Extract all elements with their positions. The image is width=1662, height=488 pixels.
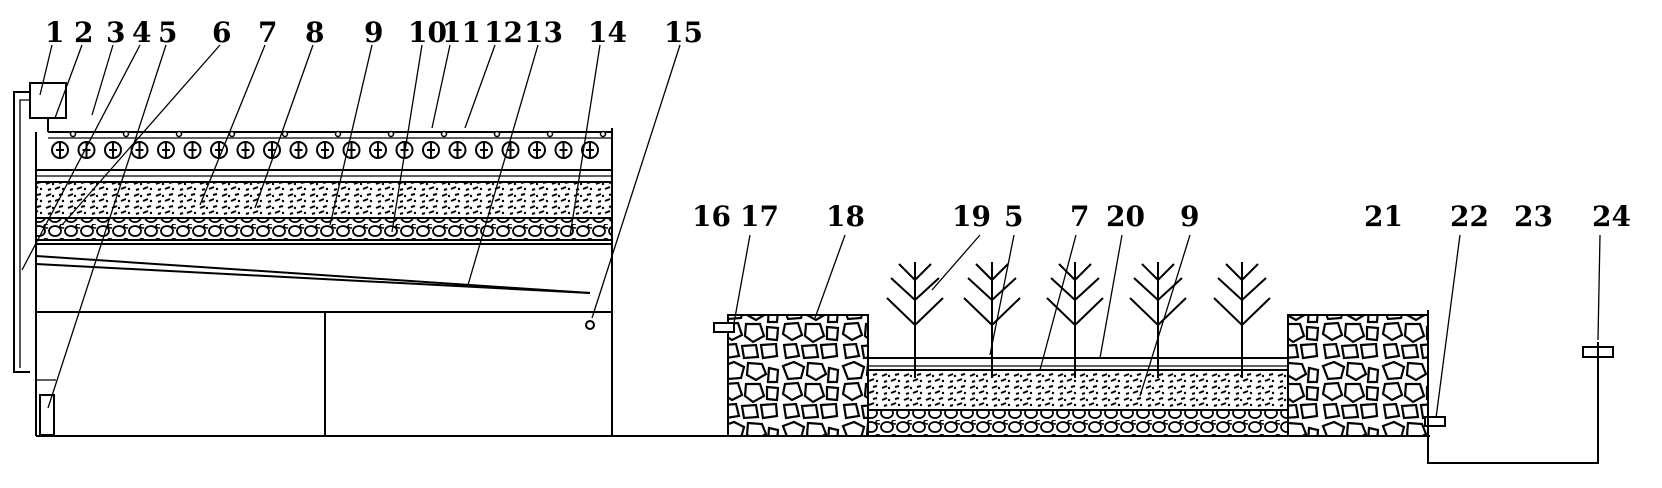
part-labels: 1 2 3 4 5 6 7 8 9 10 11 12 13 14 15 16 1… xyxy=(45,16,1631,233)
label-10: 10 xyxy=(408,16,447,49)
label-2: 2 xyxy=(74,16,93,49)
outlet-pipe xyxy=(1424,416,1446,427)
pump-box xyxy=(39,394,55,436)
plant-icon xyxy=(1046,262,1104,378)
label-8: 8 xyxy=(305,16,324,49)
side-pipe xyxy=(13,91,36,373)
label-24: 24 xyxy=(1592,200,1631,233)
label-9b: 9 xyxy=(1180,200,1199,233)
plant-icon xyxy=(1213,262,1271,378)
plant-icon xyxy=(1129,262,1187,378)
label-3: 3 xyxy=(106,16,125,49)
label-11: 11 xyxy=(442,16,481,49)
outlet-valve xyxy=(585,320,595,330)
plant-icon xyxy=(886,262,944,378)
leader-lines xyxy=(21,44,1601,419)
spray-nozzle-icon xyxy=(51,130,77,159)
pebble-layer xyxy=(35,217,613,241)
label-1: 1 xyxy=(45,16,64,49)
label-18: 18 xyxy=(826,200,865,233)
collection-tank xyxy=(1427,310,1599,464)
spray-nozzle-icon xyxy=(581,130,607,159)
spray-nozzles xyxy=(51,130,607,159)
substrate-layer xyxy=(35,181,613,219)
spray-nozzle-icon xyxy=(263,130,289,159)
label-7: 7 xyxy=(258,16,277,49)
spray-nozzle-icon xyxy=(554,141,573,159)
spray-nozzle-icon xyxy=(475,130,501,159)
label-17: 17 xyxy=(740,200,779,233)
wetland-plants xyxy=(886,262,1271,378)
spray-nozzle-icon xyxy=(369,130,395,159)
spray-nozzle-icon xyxy=(183,141,202,159)
rock-wall-left xyxy=(727,314,869,437)
spray-nozzle-icon xyxy=(157,130,183,159)
rock-wall-right xyxy=(1287,314,1429,437)
spray-nozzle-icon xyxy=(316,130,342,159)
spray-nozzle-icon xyxy=(501,141,520,159)
label-14: 14 xyxy=(588,16,627,49)
spray-nozzle-icon xyxy=(77,141,96,159)
spray-nozzle-icon xyxy=(236,141,255,159)
label-7b: 7 xyxy=(1070,200,1089,233)
label-6: 6 xyxy=(212,16,231,49)
wetland-bed xyxy=(867,262,1289,437)
label-19: 19 xyxy=(952,200,991,233)
wetland-substrate xyxy=(867,369,1289,411)
label-21: 21 xyxy=(1364,200,1403,233)
label-22: 22 xyxy=(1450,200,1489,233)
spray-nozzle-icon xyxy=(448,141,467,159)
label-13: 13 xyxy=(524,16,563,49)
spray-nozzle-icon xyxy=(104,130,130,159)
spray-nozzle-icon xyxy=(342,141,361,159)
label-23: 23 xyxy=(1514,200,1553,233)
label-12: 12 xyxy=(484,16,523,49)
spray-nozzle-icon xyxy=(528,130,554,159)
inlet-pipe xyxy=(713,322,735,333)
label-15: 15 xyxy=(664,16,703,49)
label-5: 5 xyxy=(158,16,177,49)
plant-icon xyxy=(963,262,1021,378)
label-9: 9 xyxy=(364,16,383,49)
wetland-pebbles xyxy=(867,409,1289,437)
left-unit xyxy=(13,82,1430,437)
label-20: 20 xyxy=(1106,200,1145,233)
label-4: 4 xyxy=(132,16,151,49)
label-16: 16 xyxy=(692,200,731,233)
spray-nozzle-icon xyxy=(210,130,236,159)
spray-nozzle-icon xyxy=(422,130,448,159)
label-5b: 5 xyxy=(1004,200,1023,233)
top-box xyxy=(29,82,67,119)
spray-nozzle-icon xyxy=(289,141,308,159)
